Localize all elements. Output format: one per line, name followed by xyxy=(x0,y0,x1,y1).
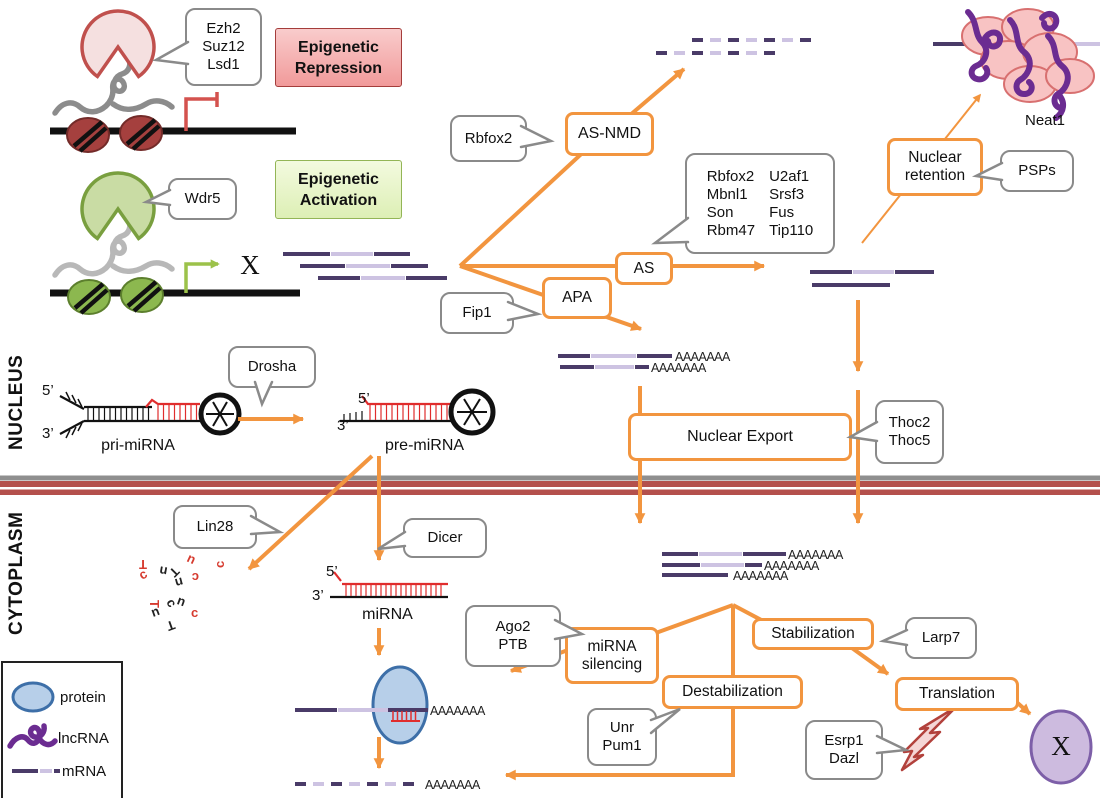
legend-protein-icon xyxy=(11,681,55,713)
paraspeckle xyxy=(933,8,1100,121)
degraded-pre-mirna-fragments: T c u T n c u T c u n T c c xyxy=(136,550,227,634)
svg-text:c: c xyxy=(191,605,198,620)
mirna-label: miRNA xyxy=(362,606,413,623)
active-promoter-arrow xyxy=(184,259,220,293)
svg-text:T: T xyxy=(139,557,147,572)
thoc-bubble: Thoc2 Thoc5 xyxy=(875,400,944,464)
lin28-bubble: Lin28 xyxy=(173,505,257,549)
legend-protein-label: protein xyxy=(60,689,106,706)
svg-text:3’: 3’ xyxy=(337,417,349,434)
larp7-bubble: Larp7 xyxy=(905,617,977,659)
unr-pum1-bubble: Unr Pum1 xyxy=(587,708,657,766)
epigenetic-repression-box: Epigenetic Repression xyxy=(275,28,402,87)
mirna-duplex xyxy=(330,571,448,599)
svg-text:AAAAAAA: AAAAAAA xyxy=(733,569,789,583)
svg-text:3’: 3’ xyxy=(42,425,54,442)
nuclear-export-box: Nuclear Export xyxy=(628,413,852,461)
svg-text:AAAAAAA: AAAAAAA xyxy=(764,559,820,573)
legend-box xyxy=(1,661,123,798)
wdr5-bubble: Wdr5 xyxy=(168,178,237,220)
prc-complex-bubble: Ezh2 Suz12 Lsd1 xyxy=(185,8,262,86)
legend-lncrna-label: lncRNA xyxy=(58,730,109,747)
svg-text:AAAAAAA: AAAAAAA xyxy=(788,548,844,562)
svg-text:5’: 5’ xyxy=(326,563,338,580)
risc-complex: AAAAAAA xyxy=(295,665,487,745)
epigenetic-repression-unit xyxy=(50,9,296,153)
svg-text:T: T xyxy=(147,600,162,608)
rbfox2-bubble: Rbfox2 xyxy=(450,115,527,162)
svg-text:AAAAAAA: AAAAAAA xyxy=(675,350,731,364)
activator-protein xyxy=(80,171,156,241)
svg-text:c: c xyxy=(212,561,227,568)
lin28-degradation-arrow xyxy=(247,454,374,571)
pre-mirna-label: pre-miRNA xyxy=(384,437,465,454)
protein-x-product xyxy=(1029,709,1093,785)
nuclear-membrane xyxy=(0,475,1100,495)
pre-mirna-structure xyxy=(340,388,496,436)
svg-text:5’: 5’ xyxy=(42,382,54,399)
as-box: AS xyxy=(615,252,673,285)
ago2-ptb-bubble: Ago2 PTB xyxy=(465,605,561,667)
svg-text:n: n xyxy=(185,550,199,567)
neat1-lncrna xyxy=(965,9,1071,121)
svg-text:u: u xyxy=(158,561,168,577)
gene-x-label: X xyxy=(240,250,260,280)
neat1-label: Neat1 xyxy=(1024,112,1066,129)
repressor-protein xyxy=(80,9,156,79)
svg-text:5’: 5’ xyxy=(358,390,370,407)
cytoplasmic-mrna-stack: AAAAAAA AAAAAAA AAAAAAA xyxy=(662,548,845,583)
mirna-silencing-box: miRNA silencing xyxy=(565,627,659,684)
nuclear-retention-box: Nuclear retention xyxy=(887,138,983,196)
legend-lncrna-icon xyxy=(7,723,58,749)
svg-text:3’: 3’ xyxy=(312,587,324,604)
dicer-bubble: Dicer xyxy=(403,518,487,558)
svg-text:AAAAAAA: AAAAAAA xyxy=(651,361,707,375)
svg-text:c: c xyxy=(192,570,199,585)
pri-mirna-structure xyxy=(59,391,242,439)
svg-text:T: T xyxy=(164,617,177,634)
psps-bubble: PSPs xyxy=(1000,150,1074,192)
as-nmd-box: AS-NMD xyxy=(565,112,654,156)
destabilization-box: Destabilization xyxy=(662,675,803,709)
nucleus-label: NUCLEUS xyxy=(6,354,27,451)
splicing-factors-col1: Rbfox2 Mbnl1 Son Rbm47 xyxy=(706,167,756,239)
inhibition-bolt-icon xyxy=(900,705,958,772)
fip1-bubble: Fip1 xyxy=(440,292,514,334)
prime-labels: 5’ 3’ 5’ 3’ 5’ 3’ xyxy=(42,382,370,604)
nascent-mrna-stack xyxy=(283,252,447,280)
polyadenylated-mrna-nucleus: AAAAAAA AAAAAAA xyxy=(558,350,732,375)
stabilization-box: Stabilization xyxy=(752,618,874,650)
apa-box: APA xyxy=(542,277,612,319)
svg-text:AAAAAAA: AAAAAAA xyxy=(425,778,481,792)
spliced-mrna-pair xyxy=(810,270,934,287)
svg-text:u: u xyxy=(173,572,185,589)
pri-mirna-label: pri-miRNA xyxy=(101,437,175,454)
histone-tail xyxy=(52,55,175,116)
degraded-mrna-top xyxy=(656,38,812,55)
splicing-factors-bubble: Rbfox2 Mbnl1 Son Rbm47 U2af1 Srsf3 Fus T… xyxy=(685,153,835,254)
svg-text:AAAAAAA: AAAAAAA xyxy=(430,704,486,718)
nucleosome-green xyxy=(67,277,164,315)
drosha-bubble: Drosha xyxy=(228,346,316,388)
cytoplasm-label: CYTOPLASM xyxy=(6,511,27,635)
repressed-promoter-icon xyxy=(184,97,217,131)
epigenetic-activation-box: Epigenetic Activation xyxy=(275,160,402,219)
nucleosome-red xyxy=(66,115,163,153)
translation-box: Translation xyxy=(895,677,1019,711)
protein-x-label: X xyxy=(1051,731,1071,761)
splicing-factors-col2: U2af1 Srsf3 Fus Tip110 xyxy=(769,167,814,239)
histone-tail-light xyxy=(52,217,175,278)
legend-mrna-label: mRNA xyxy=(62,763,107,780)
esrp1-dazl-bubble: Esrp1 Dazl xyxy=(805,720,883,780)
degraded-mrna-bottom: AAAAAAA xyxy=(295,778,482,792)
epigenetic-activation-unit xyxy=(50,171,300,315)
